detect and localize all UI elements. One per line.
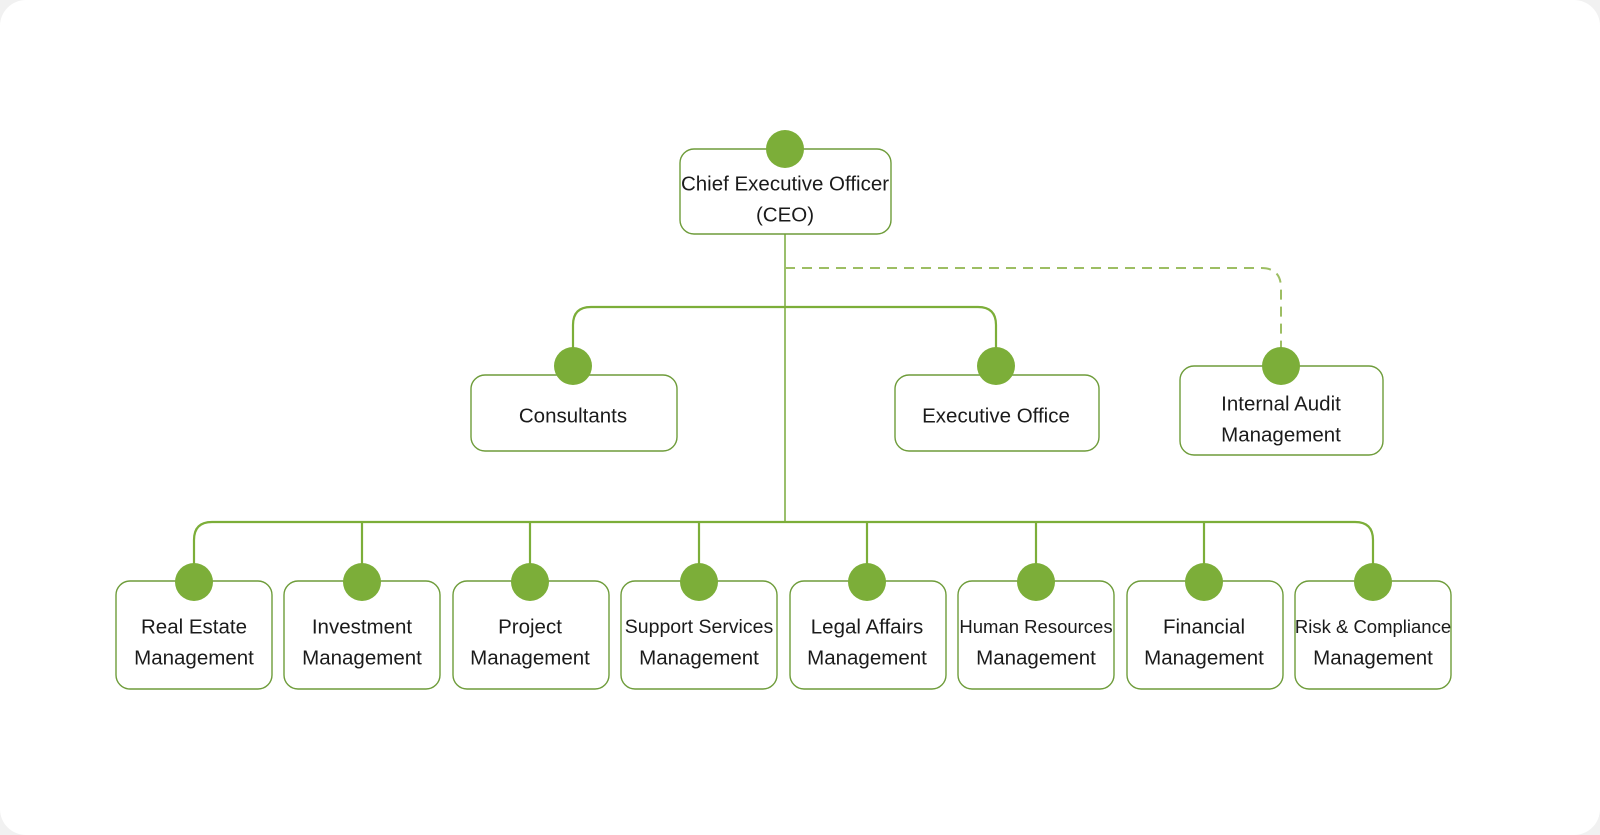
connector-level1-bar (571, 305, 998, 366)
node-dot-support-services-icon (680, 563, 718, 601)
node-financial-management[interactable]: Financial Management (1126, 563, 1284, 690)
node-human-resources-management[interactable]: Human Resources Management (957, 563, 1115, 690)
node-dot-risk-compliance-icon (1354, 563, 1392, 601)
node-label-internal-audit-line1: Internal Audit (1221, 392, 1341, 415)
node-label-risk-compliance-line1: Risk & Compliance (1295, 616, 1451, 637)
node-label-financial-line1: Financial (1163, 615, 1245, 638)
node-support-services-management[interactable]: Support Services Management (620, 563, 778, 690)
node-label-legal-affairs-line1: Legal Affairs (811, 615, 923, 638)
node-label-legal-affairs-line2: Management (807, 646, 927, 669)
node-consultants[interactable]: Consultants (470, 347, 678, 452)
node-label-consultants: Consultants (519, 404, 627, 427)
node-risk-compliance-management[interactable]: Risk & Compliance Management (1294, 563, 1452, 690)
node-label-support-services-line2: Management (639, 646, 759, 669)
node-label-investment-line2: Management (302, 646, 422, 669)
node-label-project-line2: Management (470, 646, 590, 669)
node-label-risk-compliance-line2: Management (1313, 646, 1433, 669)
node-dot-ceo-icon (766, 130, 804, 168)
node-label-human-resources-line1: Human Resources (959, 616, 1112, 637)
node-label-real-estate-line2: Management (134, 646, 254, 669)
node-dot-consultants-icon (554, 347, 592, 385)
node-label-support-services-line1: Support Services (625, 616, 774, 638)
node-dot-real-estate-icon (175, 563, 213, 601)
node-label-ceo-line2: (CEO) (756, 203, 814, 226)
node-executive-office[interactable]: Executive Office (894, 347, 1100, 452)
node-dot-internal-audit-icon (1262, 347, 1300, 385)
node-internal-audit-management[interactable]: Internal Audit Management (1179, 347, 1384, 456)
node-dot-human-resources-icon (1017, 563, 1055, 601)
node-dot-investment-icon (343, 563, 381, 601)
node-dot-legal-affairs-icon (848, 563, 886, 601)
connector-level2-bar (192, 520, 1375, 582)
node-label-financial-line2: Management (1144, 646, 1264, 669)
node-dot-executive-office-icon (977, 347, 1015, 385)
node-label-ceo-line1: Chief Executive Officer (681, 172, 889, 195)
node-label-internal-audit-line2: Management (1221, 423, 1341, 446)
node-label-project-line1: Project (498, 615, 562, 638)
node-real-estate-management[interactable]: Real Estate Management (115, 563, 273, 690)
node-project-management[interactable]: Project Management (452, 563, 610, 690)
node-label-executive-office: Executive Office (922, 404, 1070, 427)
node-dot-financial-icon (1185, 563, 1223, 601)
node-label-real-estate-line1: Real Estate (141, 615, 247, 638)
node-label-human-resources-line2: Management (976, 646, 1096, 669)
node-dot-project-icon (511, 563, 549, 601)
node-investment-management[interactable]: Investment Management (283, 563, 441, 690)
connector-ceo-internal-audit-dashed (785, 267, 1282, 366)
node-label-investment-line1: Investment (312, 615, 413, 638)
node-chief-executive-officer[interactable]: Chief Executive Officer (CEO) (679, 130, 892, 235)
node-legal-affairs-management[interactable]: Legal Affairs Management (789, 563, 947, 690)
